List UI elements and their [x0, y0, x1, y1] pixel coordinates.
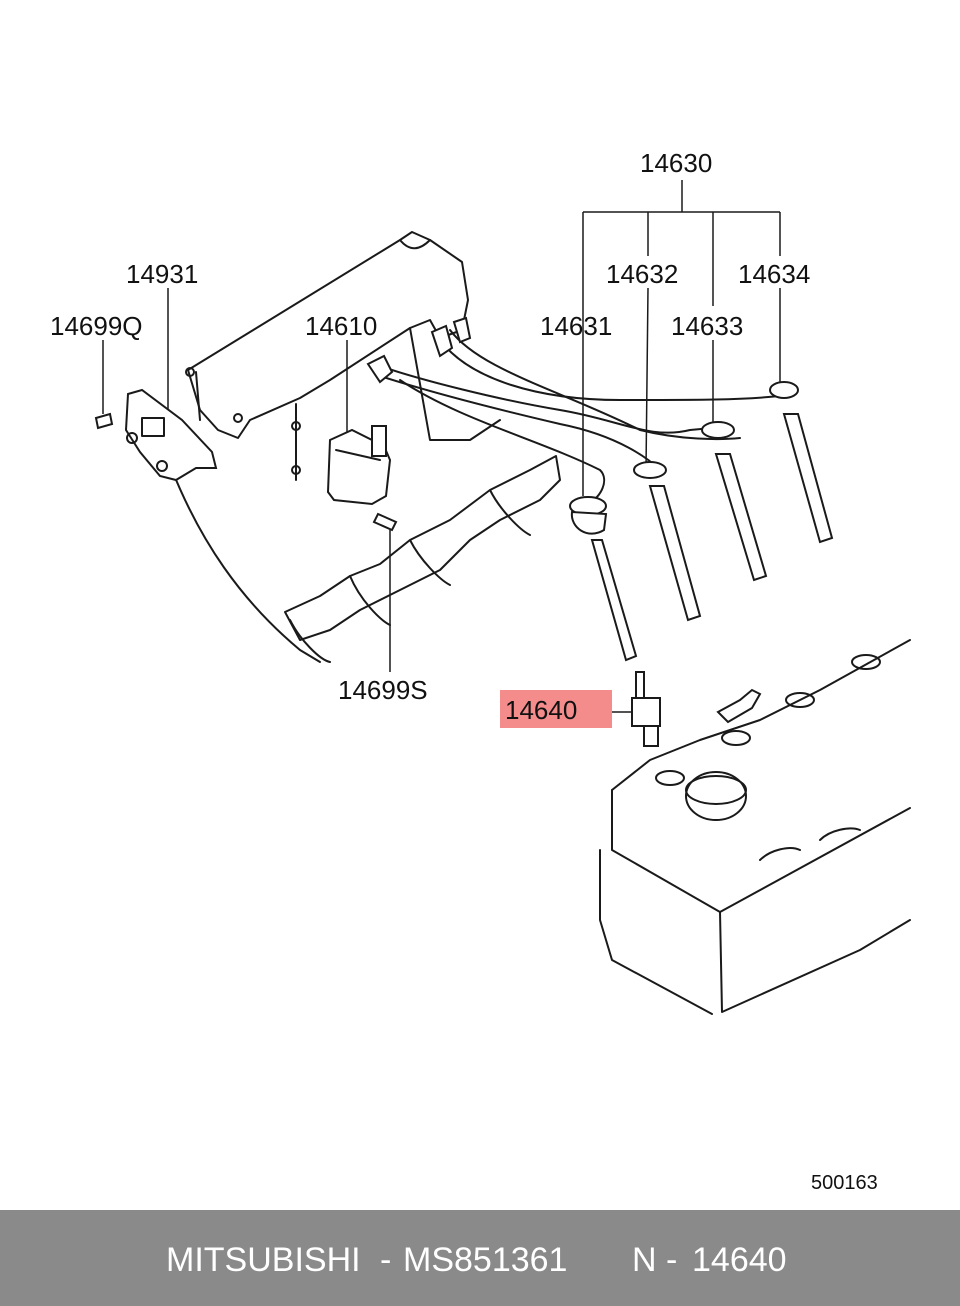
spark-plug-boots — [569, 381, 834, 662]
bolt-14699q — [94, 412, 114, 430]
label-14610: 14610 — [305, 311, 378, 341]
reference-code: 500163 — [811, 1172, 878, 1194]
highlight-box — [500, 690, 612, 728]
intake-manifold — [171, 231, 561, 663]
cylinder-head — [599, 639, 911, 1015]
label-14699q: 14699Q — [50, 311, 143, 341]
bolt-14699s — [372, 512, 398, 532]
parts-diagram — [94, 180, 911, 1015]
ignition-coil — [326, 425, 392, 506]
ignition-wires — [366, 316, 781, 503]
label-14634: 14634 — [738, 259, 811, 289]
label-14640-highlighted: 14640 — [505, 695, 578, 725]
bracket — [124, 388, 218, 482]
label-14931: 14931 — [126, 259, 199, 289]
footer-brand: MITSUBISHI — [166, 1241, 361, 1279]
spark-plug — [631, 671, 661, 747]
label-14630: 14630 — [640, 148, 713, 178]
footer-position-number: 14640 — [692, 1241, 787, 1279]
footer-position-separator: - — [666, 1241, 678, 1279]
label-14632: 14632 — [606, 259, 679, 289]
footer-bar: MITSUBISHI - MS851361 N - 14640 — [0, 1210, 960, 1306]
label-14631: 14631 — [540, 311, 613, 341]
label-14699s: 14699S — [338, 675, 428, 705]
footer-separator: - — [380, 1241, 392, 1279]
footer-part-number: MS851361 — [403, 1241, 568, 1279]
label-14633: 14633 — [671, 311, 744, 341]
leader-lines — [102, 180, 781, 713]
footer-position-prefix: N — [632, 1241, 657, 1279]
